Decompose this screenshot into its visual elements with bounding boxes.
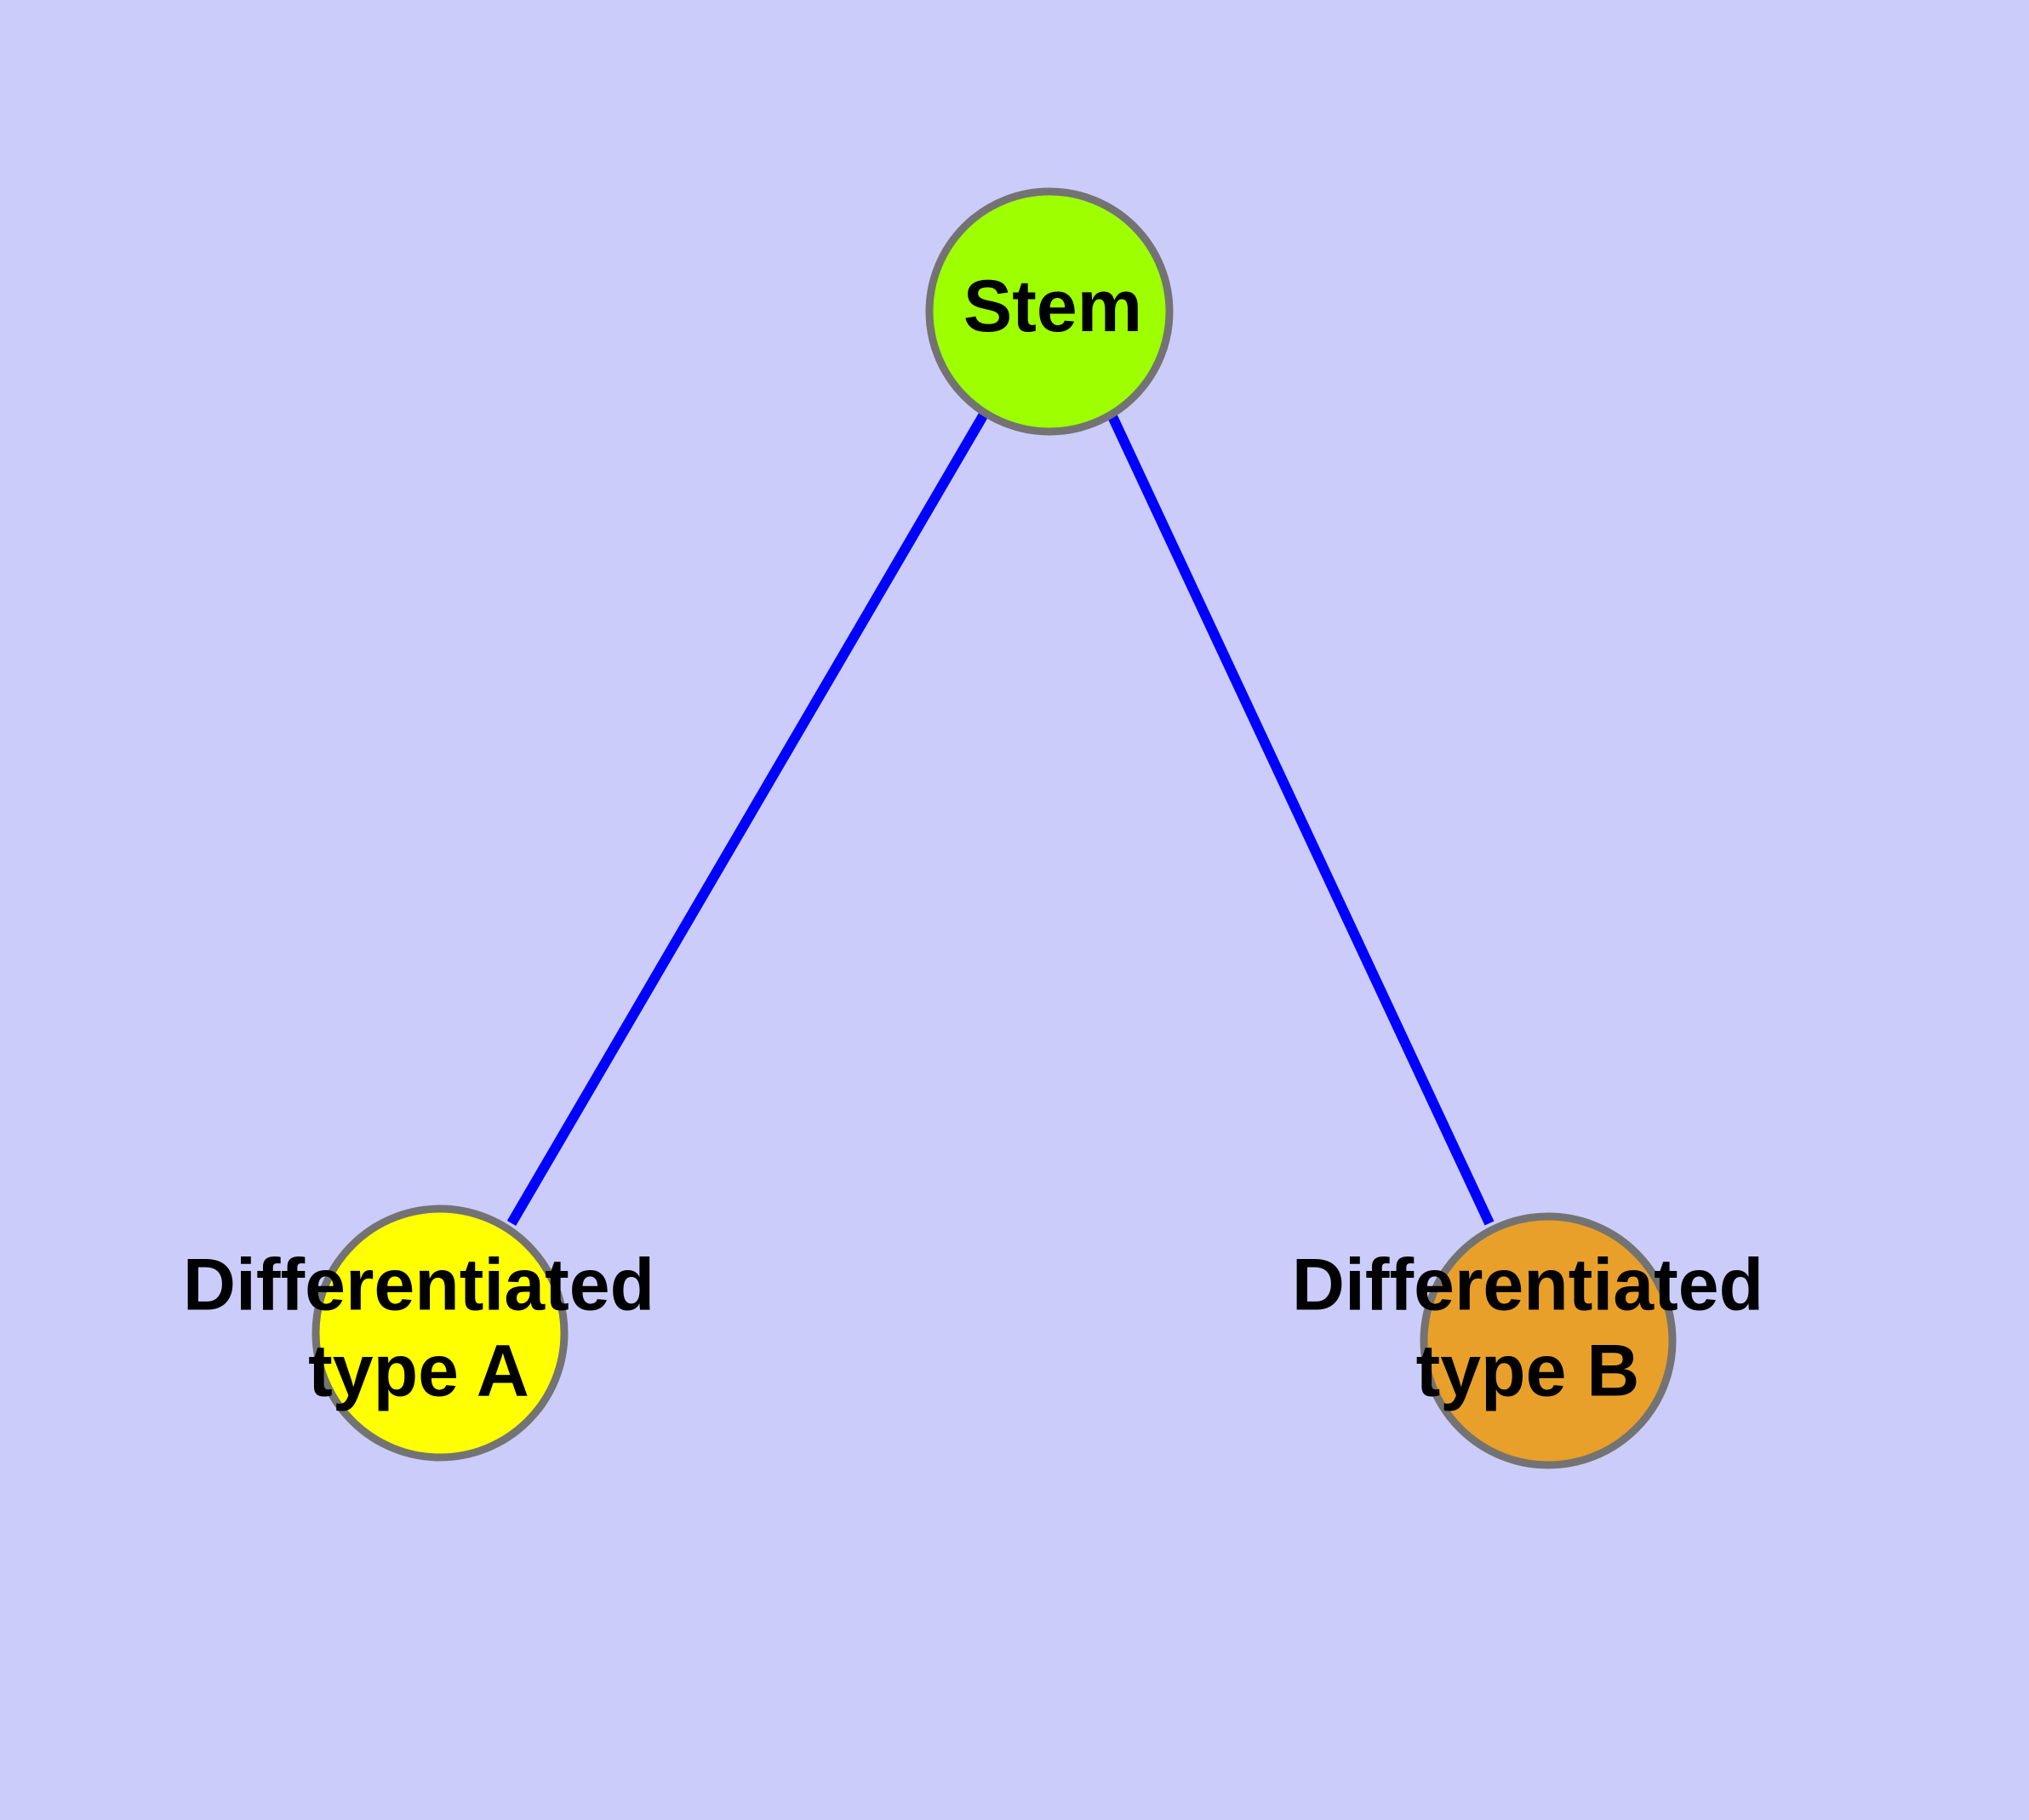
node-diff-a[interactable]: [311, 1205, 569, 1462]
node-label-line: Stem: [963, 266, 1142, 347]
node-label-line: Differentiated: [183, 1244, 654, 1325]
edges-layer: [506, 409, 1495, 1227]
node-circle-diff-a[interactable]: [311, 1205, 569, 1462]
node-circle-diff-b[interactable]: [1420, 1212, 1677, 1469]
node-diff-b[interactable]: [1420, 1212, 1677, 1469]
edge-stem-to-diff-a[interactable]: [506, 409, 990, 1227]
node-stem[interactable]: [925, 187, 1174, 436]
node-label-line: Differentiated: [1292, 1244, 1763, 1325]
node-circle-stem[interactable]: [925, 187, 1174, 436]
node-label-stem: Stem: [963, 266, 1142, 347]
node-label-line: type A: [308, 1330, 529, 1411]
node-label-line: type B: [1416, 1330, 1640, 1411]
edge-stem-to-diff-b[interactable]: [1106, 412, 1495, 1226]
